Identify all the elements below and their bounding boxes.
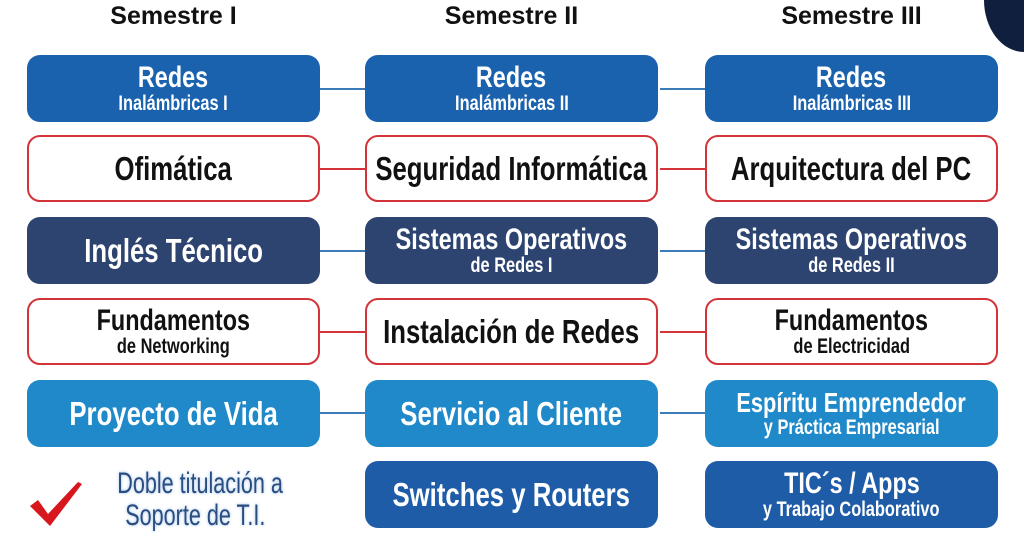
course-title: Servicio al Cliente: [400, 395, 623, 432]
course-title: Espíritu Emprendedor: [736, 387, 967, 418]
course-title: Instalación de Redes: [383, 313, 640, 350]
course-subtitle: y Práctica Empresarial: [763, 416, 940, 439]
course-instalacion-redes: Instalación de Redes: [365, 298, 658, 365]
checkmark-icon: [30, 482, 82, 526]
course-title: Redes: [816, 61, 887, 94]
course-title: Redes: [476, 61, 547, 94]
course-subtitle: de Redes I: [470, 254, 553, 277]
course-title: Fundamentos: [774, 304, 929, 337]
course-subtitle: de Electricidad: [793, 335, 910, 358]
course-title: Inglés Técnico: [84, 232, 263, 269]
note-line-2: Soporte de T.I.: [124, 499, 266, 532]
course-subtitle: de Networking: [117, 335, 230, 358]
connector: [660, 331, 705, 333]
course-title: Ofimática: [114, 150, 233, 187]
connector: [660, 412, 705, 414]
note-line-1: Doble titulación a: [117, 467, 283, 500]
course-title: Sistemas Operativos: [735, 223, 968, 256]
double-degree-note: Doble titulación a Soporte de T.I.: [85, 468, 305, 532]
course-subtitle: y Trabajo Colaborativo: [763, 498, 940, 521]
course-title: Fundamentos: [96, 304, 251, 337]
course-title: Proyecto de Vida: [69, 395, 278, 432]
course-subtitle: Inalámbricas III: [792, 92, 911, 115]
connector: [660, 250, 705, 252]
semester-2-title: Semestre II: [444, 2, 579, 30]
course-switches-routers: Switches y Routers: [365, 461, 658, 528]
semester-3-title: Semestre III: [781, 2, 922, 30]
course-ingles-tecnico: Inglés Técnico: [27, 217, 320, 284]
connector: [320, 168, 365, 170]
semester-1-title: Semestre I: [110, 2, 237, 30]
connector: [320, 250, 365, 252]
course-proyecto-de-vida: Proyecto de Vida: [27, 380, 320, 447]
course-seguridad-informatica: Seguridad Informática: [365, 135, 658, 202]
course-title: Sistemas Operativos: [395, 223, 628, 256]
connector: [320, 88, 365, 90]
connector: [660, 88, 705, 90]
course-title: TIC´s / Apps: [783, 467, 920, 500]
course-title: Redes: [138, 61, 209, 94]
course-title: Switches y Routers: [392, 476, 631, 513]
course-subtitle: Inalámbricas I: [118, 92, 229, 115]
course-servicio-cliente: Servicio al Cliente: [365, 380, 658, 447]
course-subtitle: de Redes II: [808, 254, 895, 277]
connector: [660, 168, 705, 170]
course-subtitle: Inalámbricas II: [454, 92, 569, 115]
course-ofimatica: Ofimática: [27, 135, 320, 202]
connector: [320, 331, 365, 333]
connector: [320, 412, 365, 414]
course-title: Arquitectura del PC: [731, 150, 972, 187]
course-arquitectura-pc: Arquitectura del PC: [705, 135, 998, 202]
course-title: Seguridad Informática: [375, 150, 648, 187]
